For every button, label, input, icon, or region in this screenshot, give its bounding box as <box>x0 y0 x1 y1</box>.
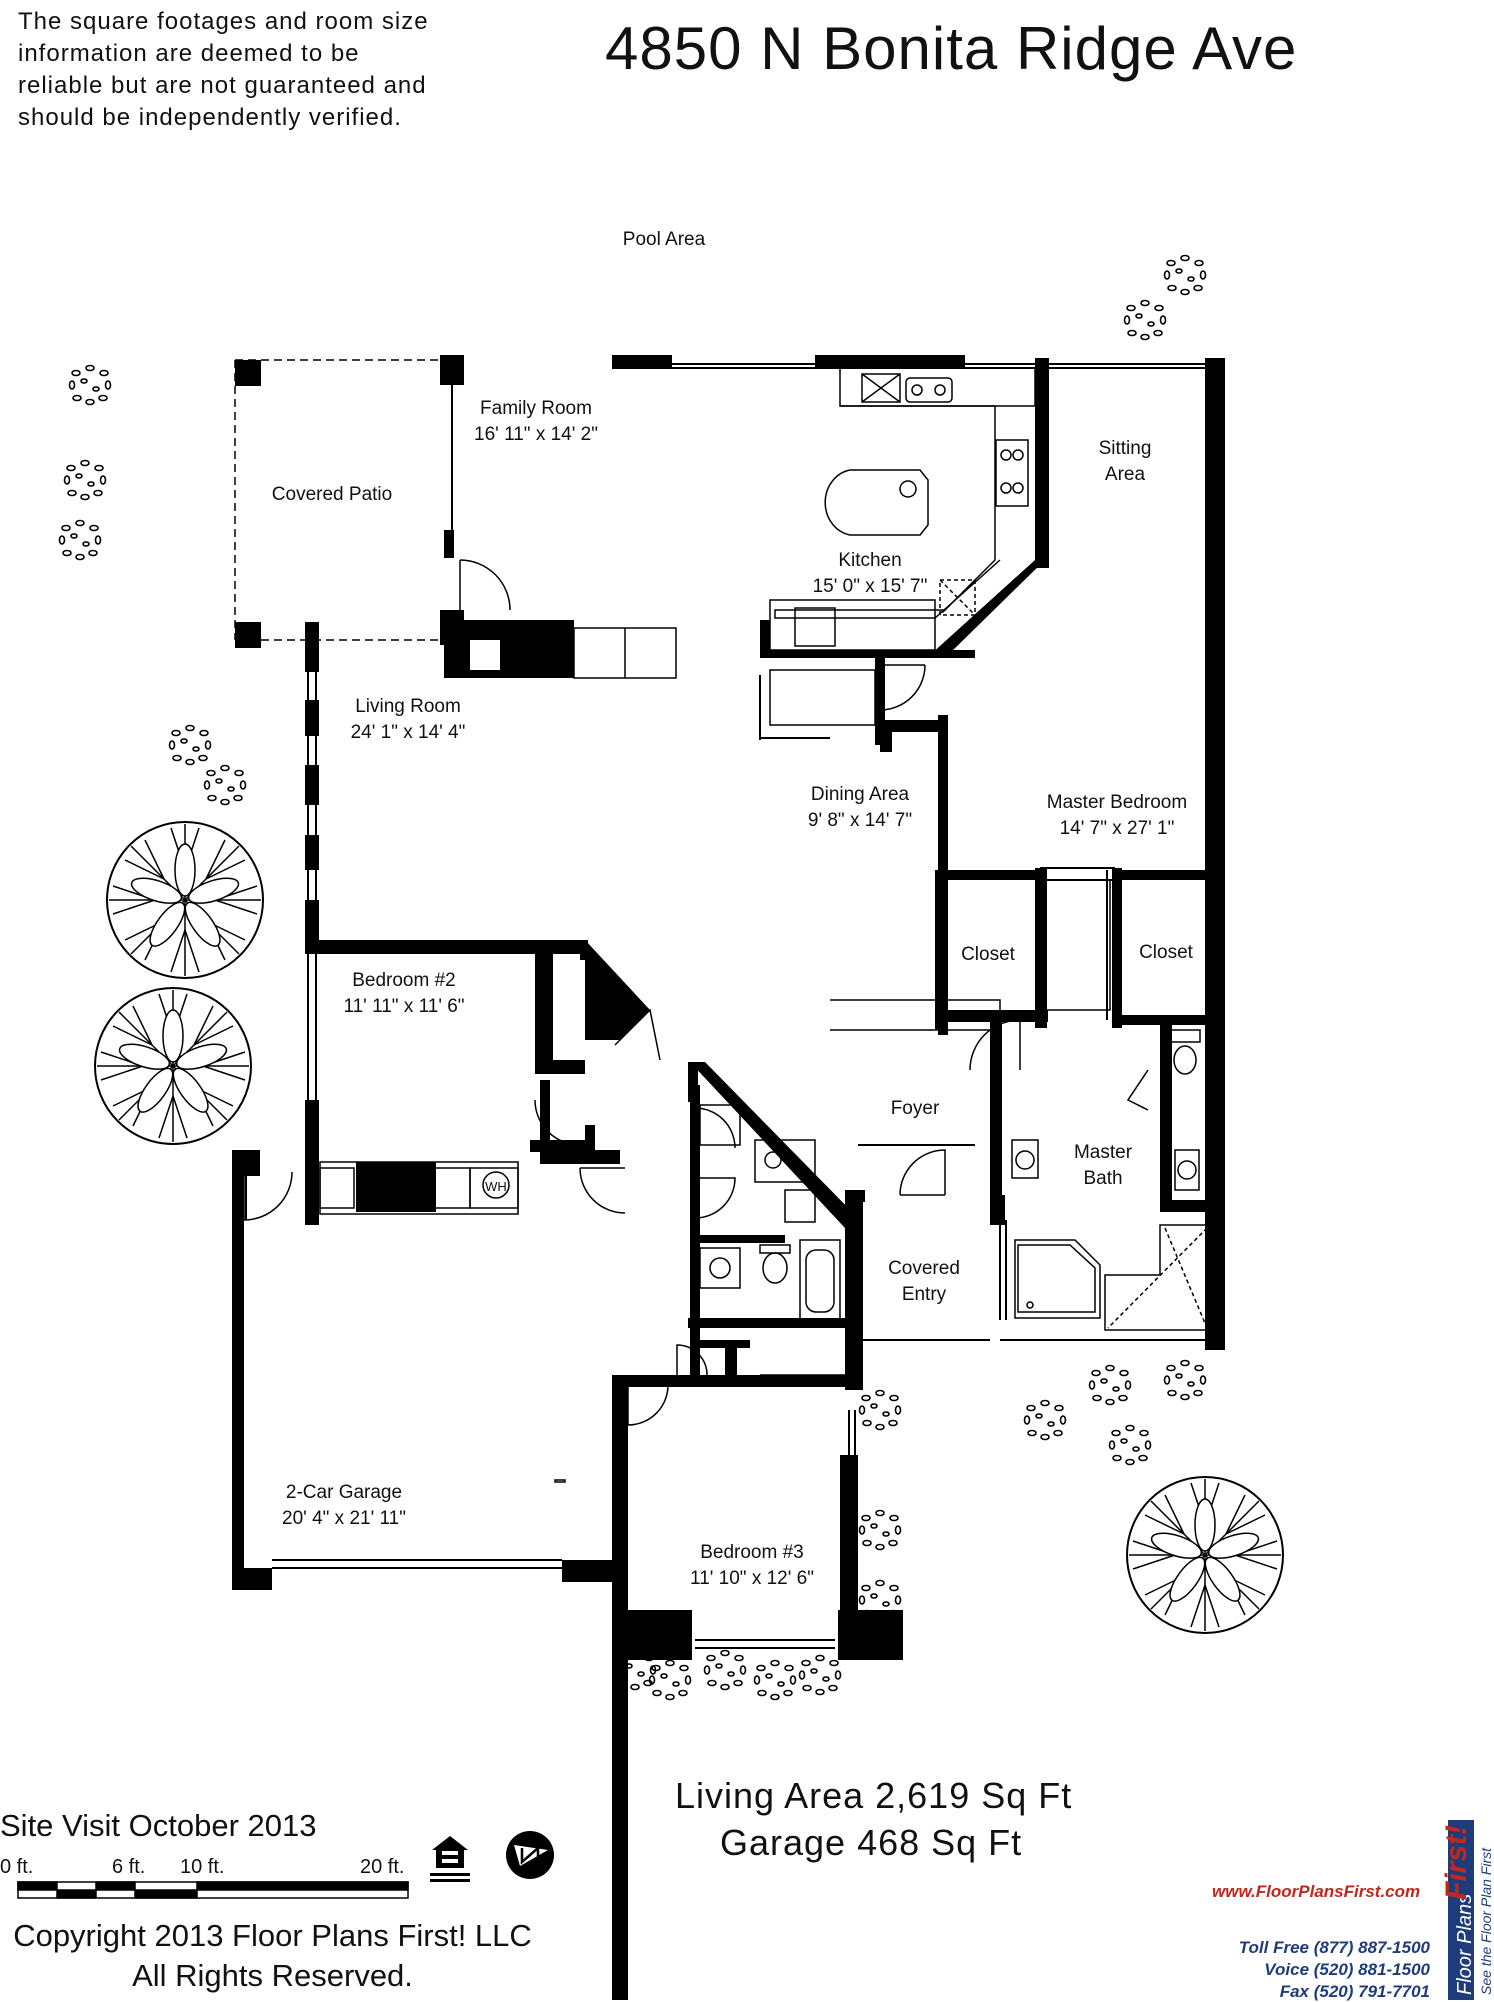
shrub-icon <box>1163 254 1207 296</box>
site-visit-date: Site Visit October 2013 <box>0 1808 317 1843</box>
covered-patio-outline <box>234 359 445 641</box>
property-address: 4850 N Bonita Ridge Ave <box>605 15 1298 82</box>
north-arrow-icon <box>506 1831 554 1879</box>
shrub-icon <box>858 1389 902 1431</box>
shrub-icon <box>1088 1364 1132 1406</box>
shrub-icon <box>168 724 212 766</box>
shrub-icon <box>68 364 112 406</box>
covered-entry-name-1: Covered <box>888 1258 960 1279</box>
family-room-size: 16' 11" x 14' 2" <box>474 424 598 445</box>
bedroom-2-size: 11' 11" x 11' 6" <box>343 996 464 1017</box>
voice-phone: Voice (520) 881-1500 <box>1264 1960 1430 1979</box>
brand-logo-name: Floor Plans <box>1454 1893 1476 1995</box>
fixtures <box>319 367 1211 1483</box>
tree-icon <box>94 987 252 1145</box>
walls <box>232 355 1225 2000</box>
bedroom-3-size: 11' 10" x 12' 6" <box>690 1568 814 1589</box>
disclaimer: The square footages and room size inform… <box>18 8 429 131</box>
brand-tagline: See the Floor Plan First <box>1478 1847 1494 1995</box>
closet-left-label: Closet <box>961 944 1016 965</box>
water-heater-label: WH <box>485 1179 507 1194</box>
door-swings <box>243 559 1149 1426</box>
garage-area-total: Garage 468 Sq Ft <box>720 1822 1023 1863</box>
dining-area-name: Dining Area <box>811 784 910 805</box>
living-area-total: Living Area 2,619 Sq Ft <box>675 1775 1073 1816</box>
scale-label-20: 20 ft. <box>360 1856 405 1878</box>
kitchen-name: Kitchen <box>838 550 901 571</box>
scale-label-10: 10 ft. <box>180 1856 225 1878</box>
shrub-icon <box>1023 1399 1067 1441</box>
foyer-label: Foyer <box>891 1098 940 1119</box>
equal-housing-icon <box>430 1836 470 1882</box>
brand-logo-panel <box>1448 1820 1474 2000</box>
shrub-icon <box>798 1654 842 1696</box>
shrub-icon <box>63 459 107 501</box>
scale-label-0: 0 ft. <box>0 1856 34 1878</box>
tree-icon <box>106 821 264 979</box>
master-bath-name-1: Master <box>1074 1142 1133 1163</box>
shrub-icon <box>1123 299 1167 341</box>
tree-icon <box>1126 1476 1284 1634</box>
family-room-name: Family Room <box>480 398 592 419</box>
covered-patio-label: Covered Patio <box>272 484 392 505</box>
covered-entry-name-2: Entry <box>902 1284 947 1305</box>
garage-size: 20' 4" x 21' 11" <box>282 1508 406 1529</box>
kitchen-size: 15' 0" x 15' 7" <box>813 576 928 597</box>
living-room-size: 24' 1" x 14' 4" <box>351 722 466 743</box>
shrub-icon <box>858 1509 902 1551</box>
room-labels: Pool Area Covered Patio Family Room 16' … <box>272 229 1194 1589</box>
shrub-icon <box>58 519 102 561</box>
garage-name: 2-Car Garage <box>286 1482 402 1503</box>
brand-logo-first: First! <box>1440 1825 1473 1900</box>
scale-label-6: 6 ft. <box>112 1856 146 1878</box>
shrub-icon <box>1163 1359 1207 1401</box>
pool-area-label: Pool Area <box>623 229 706 250</box>
toll-free-phone: Toll Free (877) 887-1500 <box>1238 1938 1430 1957</box>
shrub-icon <box>1108 1424 1152 1466</box>
master-bedroom-size: 14' 7" x 27' 1" <box>1060 818 1175 839</box>
bedroom-2-name: Bedroom #2 <box>352 970 456 991</box>
fax-number: Fax (520) 791-7701 <box>1279 1982 1430 2001</box>
master-bath-name-2: Bath <box>1083 1168 1122 1189</box>
dining-area-size: 9' 8" x 14' 7" <box>808 810 912 831</box>
shrub-icon <box>648 1659 692 1701</box>
shrub-icon <box>753 1659 797 1701</box>
copyright-notice: Copyright 2013 Floor Plans First! LLC Al… <box>13 1918 532 1993</box>
master-bedroom-name: Master Bedroom <box>1047 792 1187 813</box>
scale-bar <box>17 1881 409 1899</box>
living-room-name: Living Room <box>355 696 461 717</box>
shrub-icon <box>703 1649 747 1691</box>
brand-website-link[interactable]: www.FloorPlansFirst.com <box>1212 1882 1421 1901</box>
bedroom-3-name: Bedroom #3 <box>700 1542 804 1563</box>
closet-right-label: Closet <box>1139 942 1194 963</box>
sitting-area-name-2: Area <box>1105 464 1146 485</box>
sitting-area-name-1: Sitting <box>1099 438 1152 459</box>
shrub-icon <box>203 764 247 806</box>
